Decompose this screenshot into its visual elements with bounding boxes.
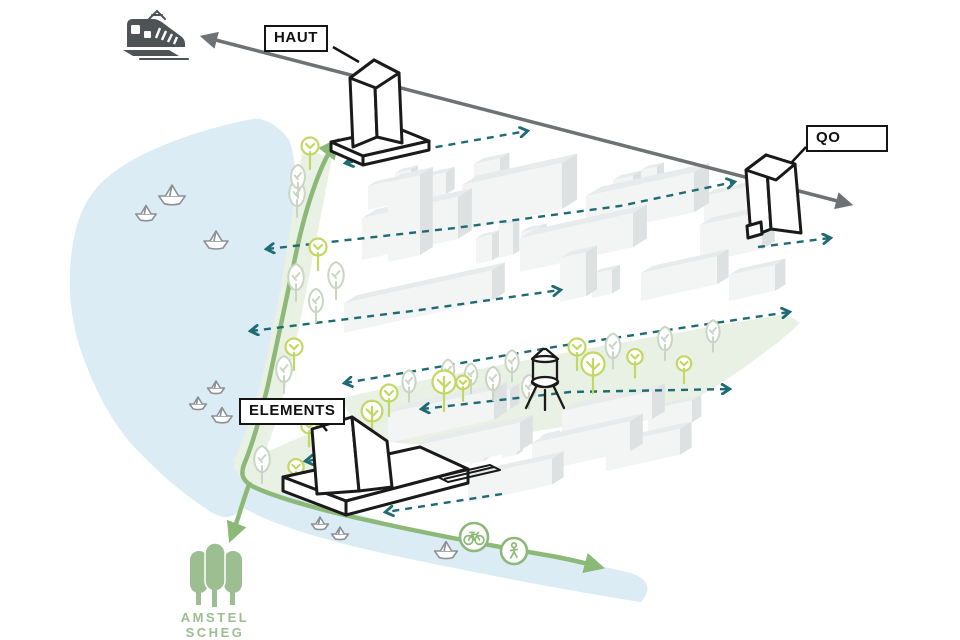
- tree-icon: [287, 262, 305, 302]
- trees: [253, 136, 721, 489]
- logo-text-line1: AMSTEL: [181, 610, 249, 625]
- qo-building: [744, 146, 807, 240]
- trees-icon: [190, 542, 242, 607]
- tree-icon: [485, 365, 501, 402]
- tree-icon: [504, 349, 520, 383]
- tree-icon: [327, 260, 345, 300]
- elements-label: ELEMENTS: [239, 398, 346, 425]
- city-block: [498, 218, 520, 258]
- city-block: [388, 167, 433, 262]
- lake-west: [69, 118, 295, 518]
- paper-boat-icon: [158, 184, 186, 206]
- paper-boat-icon: [211, 406, 233, 424]
- tree-icon: [275, 354, 293, 394]
- paper-boat-icon: [188, 396, 208, 411]
- tree-icon: [253, 444, 271, 484]
- paper-boat-icon: [310, 516, 330, 531]
- haut-label-leader: [332, 45, 360, 64]
- paper-boat-icon: [135, 204, 157, 222]
- qo-label-leader: [791, 146, 807, 163]
- bicycle-icon: [458, 521, 490, 553]
- tree-icon: [401, 369, 417, 403]
- city-block: [476, 230, 499, 264]
- sapling-icon: [284, 337, 304, 372]
- sapling-icon: [379, 383, 399, 418]
- tree-icon: [604, 332, 622, 370]
- paper-boat-icon: [206, 380, 226, 395]
- qo-label: QO: [806, 125, 888, 152]
- sapling-icon: [567, 337, 587, 372]
- tree-icon: [308, 287, 324, 324]
- paper-boat-icon: [330, 526, 350, 541]
- train-icon: [123, 9, 189, 60]
- flow-arrow: [422, 389, 729, 409]
- tree-icon: [657, 325, 673, 362]
- logo-text-line2: SCHEG: [186, 625, 245, 640]
- city-block: [641, 249, 729, 301]
- tree-icon: [463, 362, 479, 395]
- city-block: [729, 258, 786, 301]
- paper-boat-icon: [433, 540, 459, 560]
- transit-axis-arrow: [199, 31, 854, 210]
- water-tower-icon: [524, 347, 566, 412]
- pedestrian-icon: [499, 536, 529, 566]
- haut-building: [329, 45, 431, 167]
- tree-icon: [290, 163, 306, 200]
- amstel-scheg-logo: AMSTEL SCHEG: [181, 542, 249, 640]
- tree-icon: [705, 319, 721, 353]
- sapling-icon: [675, 355, 693, 385]
- sapling-icon: [308, 237, 328, 272]
- haut-label: HAUT: [264, 25, 329, 52]
- route-branch-to-amstel: [226, 481, 253, 543]
- paper-boats: [135, 184, 459, 560]
- tree-icon: [580, 351, 606, 395]
- flow-arrow: [386, 492, 503, 512]
- flow-arrow: [267, 182, 734, 249]
- sapling-icon: [300, 136, 320, 171]
- paper-boat-icon: [203, 230, 229, 250]
- city-block: [344, 262, 505, 333]
- elements-building: [281, 415, 501, 517]
- sapling-icon: [626, 347, 644, 379]
- tree-icon: [431, 369, 457, 413]
